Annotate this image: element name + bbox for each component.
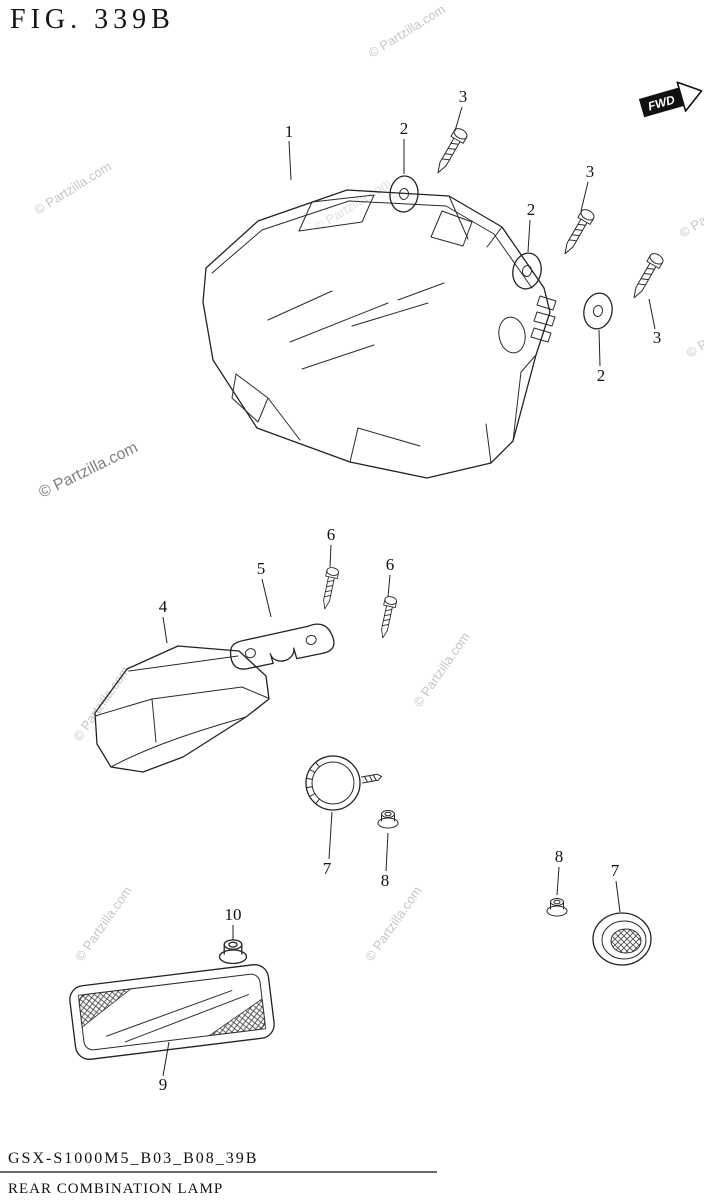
part-license-lens [94,645,270,773]
callout-3: 3 [586,162,595,181]
callout-7: 7 [611,861,620,880]
callouts: 1 2 3 2 3 3 2 6 5 6 4 7 8 10 8 7 9 [159,87,662,1094]
part-screw [627,250,666,302]
callout-8: 8 [555,847,564,866]
part-grommet [508,249,546,293]
part-bracket [229,623,335,670]
callout-8: 8 [381,871,390,890]
footer-part-code: GSX-S1000M5_B03_B08_39B [8,1150,258,1167]
part-nut [546,898,568,917]
part-reflector-round [305,755,383,811]
fwd-arrow-icon: FWD [638,81,703,118]
watermarks: © Partzilla.com © Partzilla.com © Partzi… [32,1,704,963]
footer: GSX-S1000M5_B03_B08_39B REAR COMBINATION… [0,1150,437,1197]
footer-diagram-name: REAR COMBINATION LAMP [8,1181,223,1197]
watermark-text: © Partzilla.com [362,883,425,963]
watermark-text: © Partzilla.com [312,175,394,234]
callout-10: 10 [225,905,242,924]
part-rear-lamp-body [202,189,557,479]
callout-6: 6 [327,525,336,544]
callout-3: 3 [653,328,662,347]
part-screw [431,125,470,177]
callout-2: 2 [597,366,606,385]
watermark-text: © Partzilla.com [677,181,704,240]
watermark-text: © Partzilla.com [32,158,114,217]
callout-9: 9 [159,1075,168,1094]
part-reflector-round-2 [592,912,652,966]
callout-7: 7 [323,859,332,878]
callout-2: 2 [527,200,536,219]
part-screw-small [376,595,398,640]
part-flanged-nut [218,939,248,965]
watermark-text: © Partzilla.com [36,439,140,502]
part-grommet [579,289,617,333]
callout-3: 3 [459,87,468,106]
part-screw [558,206,597,258]
part-nut [377,810,399,829]
part-screw-small [318,566,340,611]
watermark-text: © Partzilla.com [410,629,473,709]
callout-6: 6 [386,555,395,574]
leader-lines [162,106,656,1077]
callout-5: 5 [257,559,266,578]
callout-2: 2 [400,119,409,138]
callout-4: 4 [159,597,168,616]
watermark-text: © Partzilla.com [684,301,704,360]
part-reflector-rect [69,964,275,1060]
watermark-text: © Partzilla.com [366,1,448,60]
watermark-text: © Partzilla.com [72,883,135,963]
figure-title: FIG. 339B [10,4,175,35]
callout-1: 1 [285,122,294,141]
